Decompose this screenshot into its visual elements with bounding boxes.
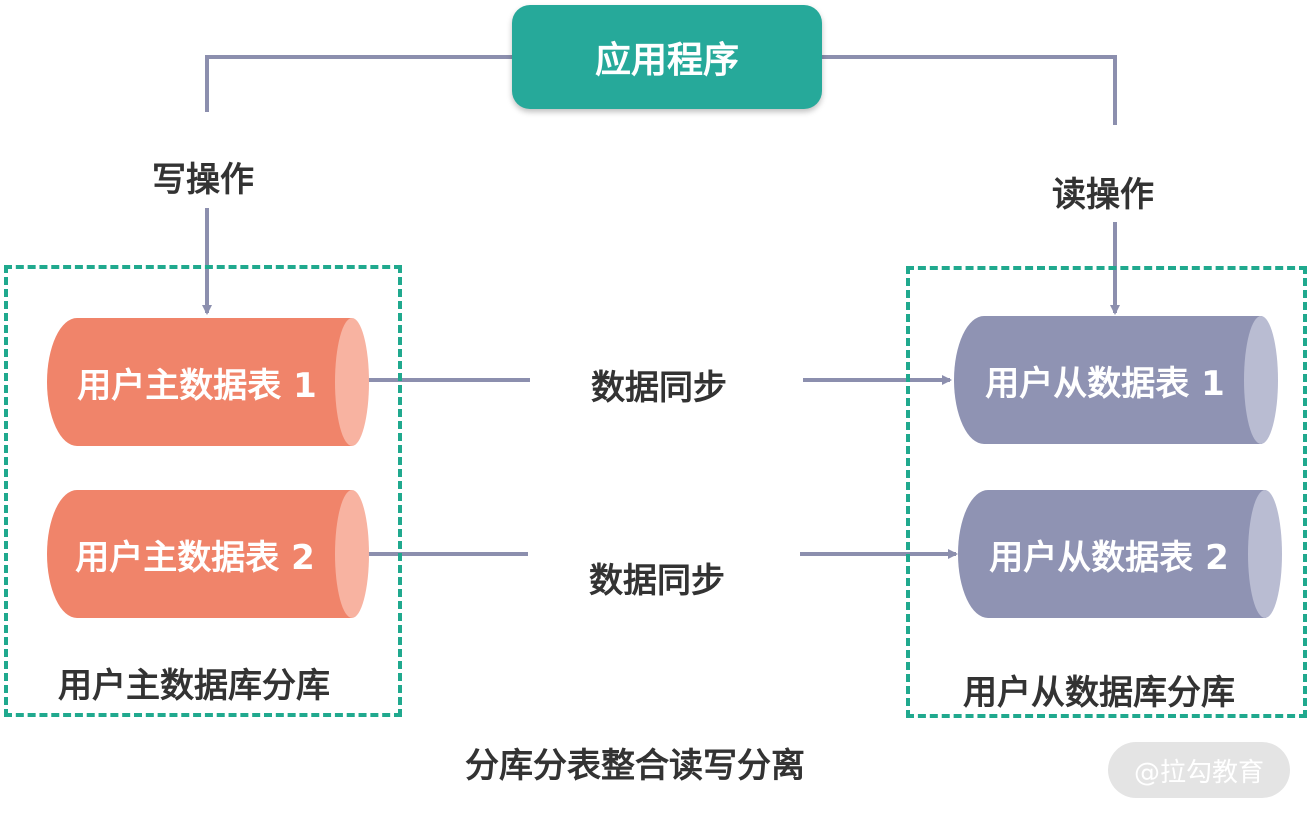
slave-table-1-label: 用户从数据表 1 <box>985 363 1225 404</box>
read-operation-label: 读操作 <box>1052 175 1154 215</box>
master-table-1: 用户主数据表 1 <box>47 318 369 446</box>
master-table-2-label: 用户主数据表 2 <box>75 537 315 578</box>
master-table-1-label: 用户主数据表 1 <box>77 365 317 406</box>
master-group-label: 用户主数据库分库 <box>58 666 330 706</box>
write-operation-label: 写操作 <box>152 160 254 200</box>
watermark-logo: @拉勾教育 <box>1108 742 1290 798</box>
slave-table-2: 用户从数据表 2 <box>958 490 1282 618</box>
read-connector <box>822 55 1117 125</box>
slave-table-1: 用户从数据表 1 <box>954 316 1278 444</box>
application-label: 应用程序 <box>594 40 739 81</box>
write-connector <box>205 55 512 112</box>
slave-table-2-label: 用户从数据表 2 <box>989 537 1229 578</box>
application-box: 应用程序 <box>512 5 822 109</box>
master-db-group <box>4 265 402 717</box>
sync-label-2: 数据同步 <box>589 561 725 601</box>
master-table-2: 用户主数据表 2 <box>47 490 369 618</box>
sync-label-1: 数据同步 <box>591 368 727 408</box>
diagram-caption: 分库分表整合读写分离 <box>465 746 805 786</box>
slave-db-group <box>906 266 1307 718</box>
slave-group-label: 用户从数据库分库 <box>963 673 1235 713</box>
